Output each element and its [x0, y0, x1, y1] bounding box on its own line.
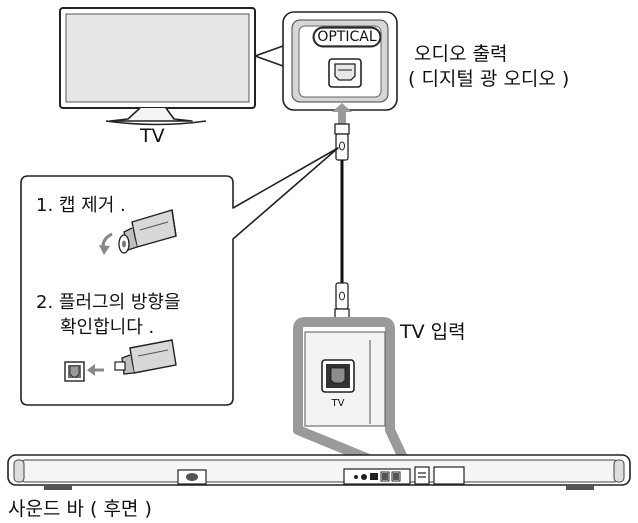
plug-orientation-illustration: [64, 339, 177, 382]
optical-cable: [330, 103, 354, 350]
step2-text-line2: 확인합니다 .: [60, 317, 155, 338]
tv-port-callout: [254, 45, 284, 67]
optical-badge: OPTICAL: [317, 29, 377, 45]
tv-port-caption-line1: 오디오 출력: [414, 43, 508, 65]
tv-input-caption: TV 입력: [400, 321, 466, 343]
soundbar-port-zoom: [293, 317, 410, 467]
soundbar-caption: 사운드 바 ( 후면 ): [8, 498, 152, 520]
step1-text: 1. 캡 제거 .: [36, 195, 126, 216]
soundbar-illustration: [7, 454, 631, 490]
cap-removal-illustration: [99, 209, 177, 255]
soundbar-port-label: TV: [331, 398, 345, 409]
tv-port-caption-line2: ( 디지털 광 오디오 ): [408, 68, 570, 90]
tv-illustration: [59, 7, 256, 126]
tv-optical-port-box: [282, 11, 398, 111]
step2-text-line1: 2. 플러그의 방향을: [36, 292, 181, 313]
instruction-box: [20, 147, 339, 406]
tv-label: TV: [140, 125, 165, 147]
